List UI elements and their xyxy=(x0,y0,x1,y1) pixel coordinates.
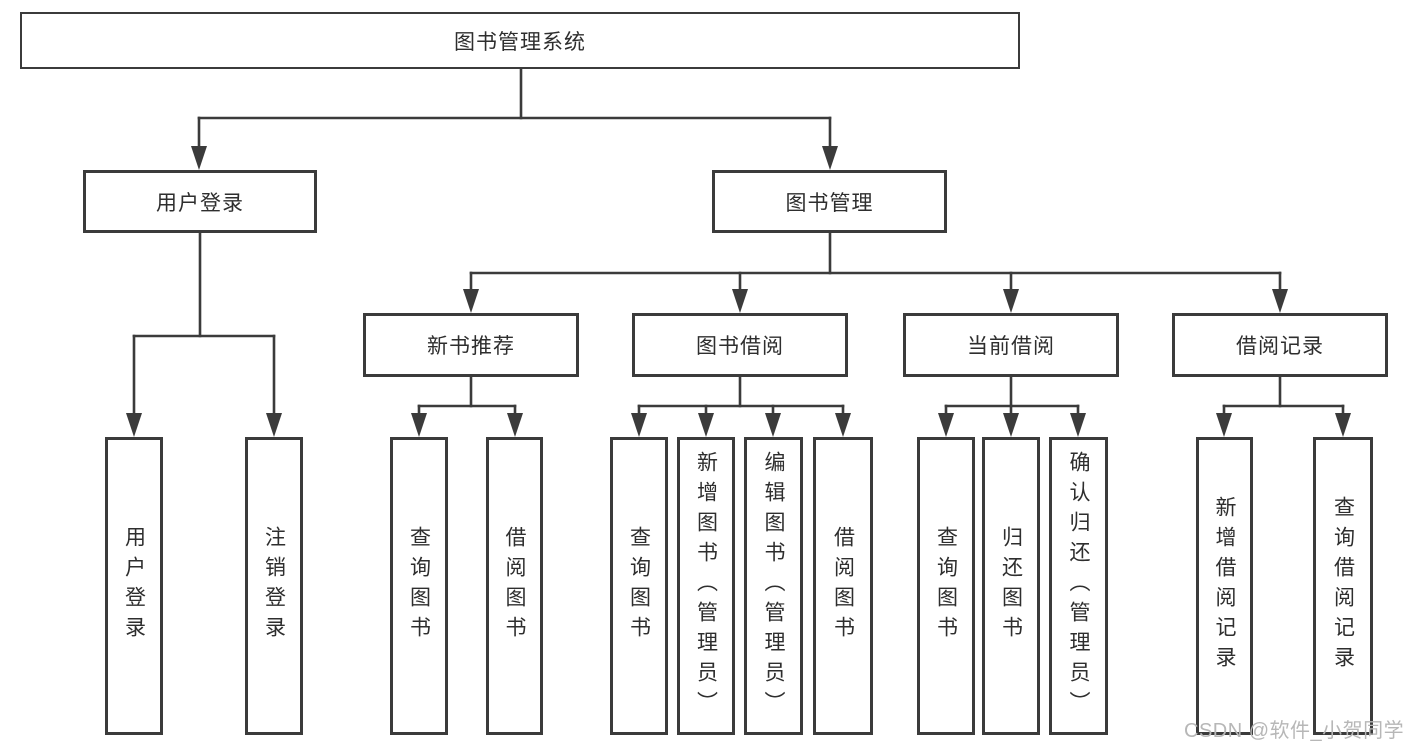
node-user-login: 用户登录 xyxy=(83,170,317,233)
node-book-management-system: 图书管理系统 xyxy=(20,12,1020,69)
leaf-label: 查询图书 xyxy=(407,526,431,646)
node-label: 图书管理系统 xyxy=(454,30,586,54)
leaf-query-books-recommend: 查询图书 xyxy=(390,437,448,735)
leaf-label: 查询图书 xyxy=(934,526,958,646)
leaf-label: 确认归还（管理员） xyxy=(1067,451,1090,721)
node-new-book-recommend: 新书推荐 xyxy=(363,313,579,377)
leaf-label: 查询借阅记录 xyxy=(1331,496,1355,676)
leaf-label: 编辑图书（管理员） xyxy=(762,451,785,721)
leaf-borrow-books: 借阅图书 xyxy=(813,437,873,735)
leaf-query-books-borrow: 查询图书 xyxy=(610,437,668,735)
leaf-borrow-books-recommend: 借阅图书 xyxy=(486,437,543,735)
leaf-return-book: 归还图书 xyxy=(982,437,1040,735)
node-book-management: 图书管理 xyxy=(712,170,947,233)
csdn-watermark: CSDN @软件_小贺同学 xyxy=(1184,720,1405,742)
node-borrow-records: 借阅记录 xyxy=(1172,313,1388,377)
leaf-label: 借阅图书 xyxy=(503,526,526,646)
leaf-label: 新增借阅记录 xyxy=(1213,496,1236,676)
leaf-edit-book-admin: 编辑图书（管理员） xyxy=(744,437,803,735)
node-label: 当前借阅 xyxy=(967,335,1055,358)
node-label: 用户登录 xyxy=(156,191,244,215)
node-book-borrow: 图书借阅 xyxy=(632,313,848,377)
node-label: 新书推荐 xyxy=(427,335,515,358)
leaf-label: 新增图书（管理员） xyxy=(694,451,718,721)
node-label: 图书借阅 xyxy=(696,335,784,358)
leaf-label: 查询图书 xyxy=(627,526,651,646)
leaf-label: 归还图书 xyxy=(999,526,1023,646)
node-current-borrow: 当前借阅 xyxy=(903,313,1119,377)
leaf-confirm-return-admin: 确认归还（管理员） xyxy=(1049,437,1108,735)
node-label: 图书管理 xyxy=(785,191,874,215)
leaf-query-borrow-record: 查询借阅记录 xyxy=(1313,437,1373,735)
leaf-user-login: 用户登录 xyxy=(105,437,163,735)
leaf-label: 注销登录 xyxy=(262,526,286,646)
leaf-logout: 注销登录 xyxy=(245,437,303,735)
leaf-query-books-current: 查询图书 xyxy=(917,437,975,735)
node-label: 借阅记录 xyxy=(1236,335,1324,358)
leaf-label: 用户登录 xyxy=(122,526,146,646)
leaf-add-borrow-record: 新增借阅记录 xyxy=(1196,437,1253,735)
leaf-label: 借阅图书 xyxy=(831,526,855,646)
leaf-add-book-admin: 新增图书（管理员） xyxy=(677,437,735,735)
